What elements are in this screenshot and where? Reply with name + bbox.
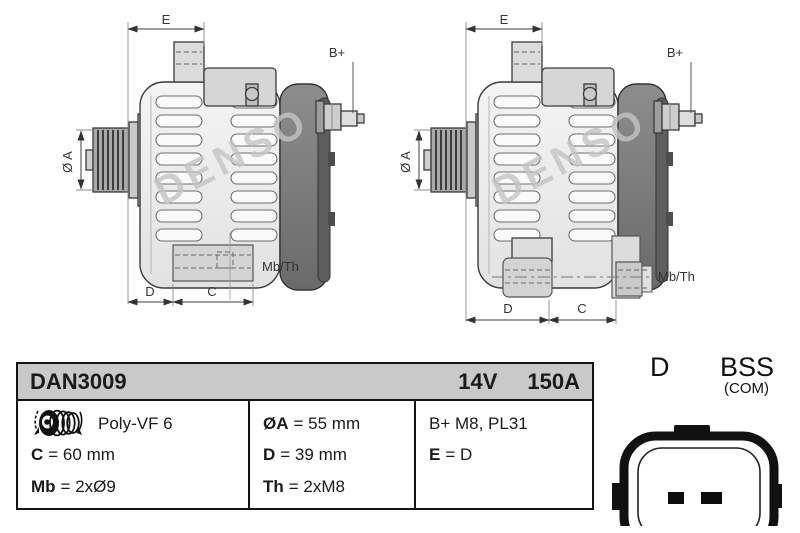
spec-table: DAN3009 14V 150A: [16, 362, 594, 510]
connector-pin-1: [668, 492, 684, 504]
spec-oa-cell: ØA = 55 mm: [263, 413, 361, 433]
connector-pin-2: [701, 492, 722, 504]
dim-label-mbth: Mb/Th: [262, 259, 299, 274]
top-mount-lug: [511, 41, 543, 83]
bplus-terminal: [653, 100, 703, 134]
connector-block: D BSS (COM): [608, 350, 798, 530]
connector-sub-label: (COM): [724, 380, 769, 397]
spec-empty-cell: [429, 471, 588, 502]
dim-label-d: D: [145, 284, 154, 299]
spec-table-body: Poly-VF 6 C = 60 mm Mb = 2xØ9 ØA = 55 mm…: [18, 401, 592, 508]
dim-label-mbth: Mb/Th: [658, 269, 695, 284]
connector-name-label: BSS: [720, 352, 775, 382]
rear-housing: [279, 83, 335, 291]
dim-label-oa: Ø A: [398, 151, 413, 173]
spec-c-cell: C = 60 mm: [31, 445, 115, 464]
regulator-housing: [203, 67, 277, 107]
part-number: DAN3009: [30, 368, 127, 394]
connector-type-label: D: [650, 352, 670, 382]
alternator-drawing-right: E Ø A B+ D C Mb/Th DENSO: [398, 12, 703, 324]
pulley: [85, 121, 139, 199]
dim-label-bplus: B+: [329, 45, 345, 60]
alternator-drawing-left: E Ø A B+ D C Mb/Th DENSO: [60, 12, 365, 306]
pulley-type: Poly-VF 6: [98, 413, 173, 433]
pulley: [423, 121, 477, 199]
connector-drawing: [612, 425, 782, 526]
mount-boss: [172, 232, 254, 300]
dim-label-bplus: B+: [667, 45, 683, 60]
spec-column-1: Poly-VF 6 C = 60 mm Mb = 2xØ9: [18, 401, 248, 508]
voltage-value: 14V: [458, 368, 498, 394]
dimensions-right: E Ø A B+ D C Mb/Th: [398, 12, 695, 324]
rear-mount-lug: [611, 235, 653, 299]
current-value: 150A: [527, 368, 580, 394]
spec-e-cell: E = D: [429, 445, 473, 464]
pulley-type-cell: Poly-VF 6: [31, 408, 244, 439]
dim-label-oa: Ø A: [60, 151, 75, 173]
top-mount-lug: [173, 41, 205, 83]
dim-label-e: E: [162, 12, 171, 27]
alternator-drawings: E Ø A B+ D C Mb/Th DENSO: [60, 12, 703, 324]
spec-column-2: ØA = 55 mm D = 39 mm Th = 2xM8: [248, 401, 414, 508]
connector-inner-wall: [637, 447, 761, 526]
dimensions-left: E Ø A B+ D C Mb/Th: [60, 12, 354, 306]
spec-d-cell: D = 39 mm: [263, 445, 347, 464]
regulator-housing: [541, 67, 615, 107]
dim-label-d: D: [503, 301, 512, 316]
dim-label-e: E: [500, 12, 509, 27]
front-mount-lug: [502, 237, 553, 298]
spec-bplus-cell: B+ M8, PL31: [429, 413, 528, 433]
spec-th-cell: Th = 2xM8: [263, 476, 346, 496]
dim-label-c: C: [577, 301, 586, 316]
spec-mb-cell: Mb = 2xØ9: [31, 476, 116, 496]
dim-label-c: C: [207, 284, 216, 299]
spec-table-header: DAN3009 14V 150A: [18, 364, 592, 401]
bplus-terminal: [315, 100, 365, 134]
spec-column-3: B+ M8, PL31 E = D: [414, 401, 592, 508]
pulley-icon: [34, 409, 83, 436]
